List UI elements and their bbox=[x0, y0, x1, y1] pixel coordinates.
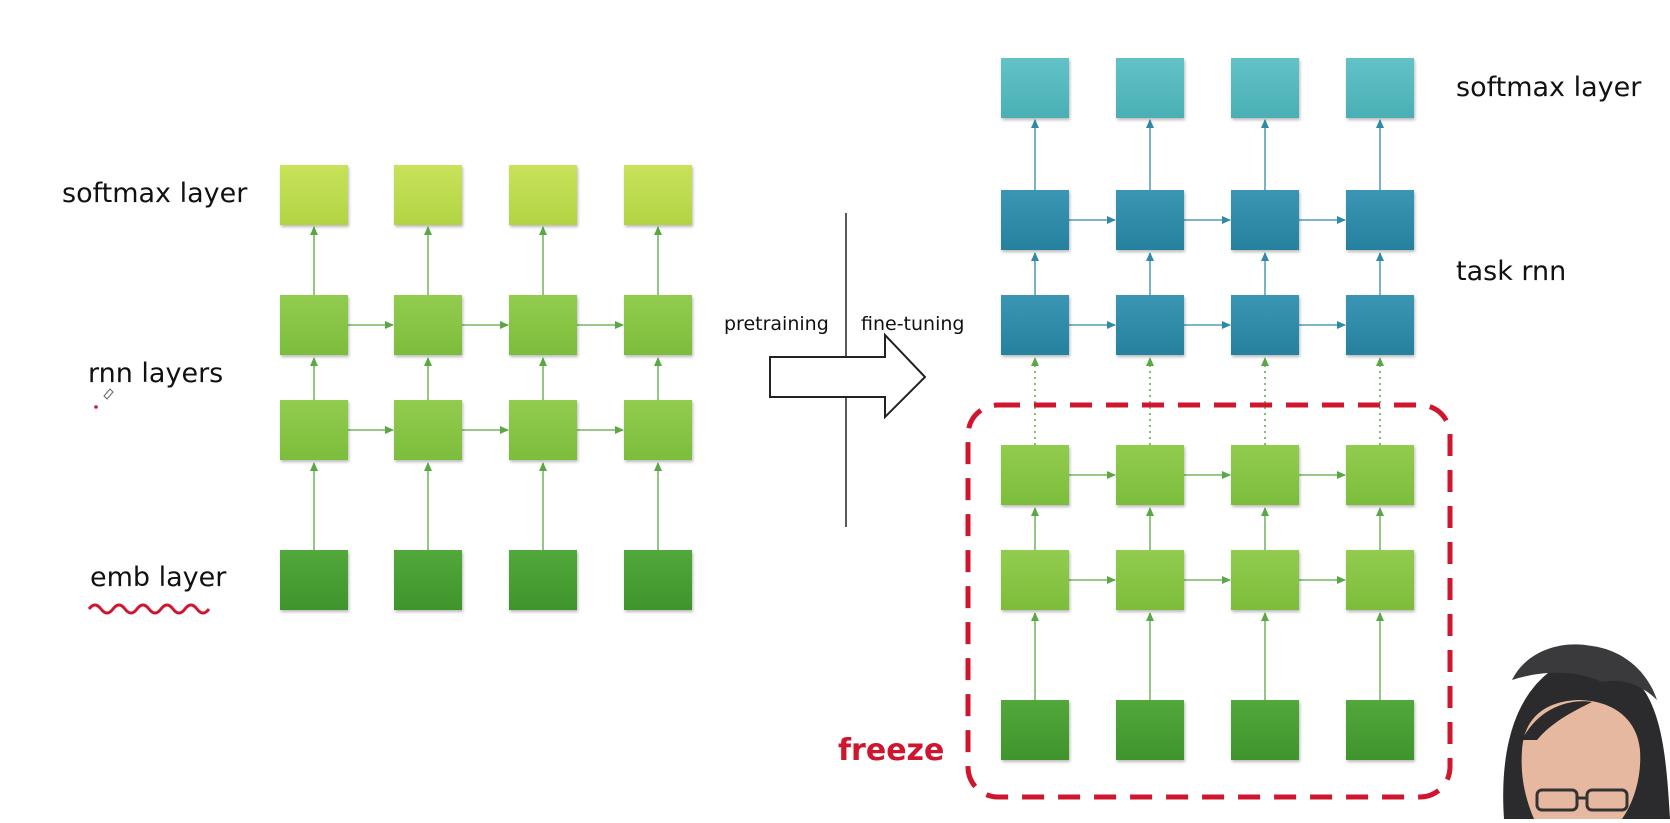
emb-underline-squiggle bbox=[87, 603, 211, 615]
left-rnn-node bbox=[394, 400, 462, 460]
annotation-dot bbox=[94, 405, 98, 409]
task-rnn-node bbox=[1346, 295, 1414, 355]
right-softmax-node bbox=[1001, 58, 1069, 118]
right-softmax-node bbox=[1231, 58, 1299, 118]
right-task-vertical-arrows bbox=[1031, 119, 1384, 295]
frozen-rnn-node bbox=[1116, 550, 1184, 610]
right-frozen-vertical-arrows bbox=[1031, 507, 1384, 700]
left-emb-node bbox=[624, 550, 692, 610]
left-vertical-arrows bbox=[310, 226, 662, 550]
left-emb-node bbox=[280, 550, 348, 610]
left-rnn-node bbox=[509, 400, 577, 460]
frozen-emb-node bbox=[1001, 700, 1069, 760]
left-horizontal-arrows bbox=[348, 321, 624, 434]
left-softmax-label: softmax layer bbox=[62, 178, 248, 209]
task-rnn-label: task rnn bbox=[1456, 256, 1567, 287]
task-rnn-node bbox=[1231, 190, 1299, 250]
frozen-emb-node bbox=[1231, 700, 1299, 760]
frozen-rnn-node bbox=[1346, 445, 1414, 505]
left-rnn-node bbox=[280, 295, 348, 355]
task-rnn-node bbox=[1116, 190, 1184, 250]
right-frozen-horizontal-arrows bbox=[1069, 471, 1346, 584]
right-softmax-label: softmax layer bbox=[1456, 72, 1642, 103]
frozen-rnn-node bbox=[1001, 550, 1069, 610]
left-rnn-node bbox=[509, 295, 577, 355]
left-softmax-node bbox=[280, 165, 348, 225]
transition-arrow bbox=[769, 332, 927, 420]
left-rnn-node bbox=[624, 295, 692, 355]
pretraining-label: pretraining bbox=[724, 313, 829, 335]
left-emb-label: emb layer bbox=[90, 562, 227, 593]
freeze-label: freeze bbox=[838, 733, 945, 768]
frozen-emb-node bbox=[1116, 700, 1184, 760]
left-softmax-node bbox=[394, 165, 462, 225]
finetuning-label: fine-tuning bbox=[861, 313, 965, 335]
right-softmax-node bbox=[1116, 58, 1184, 118]
right-softmax-node bbox=[1346, 58, 1414, 118]
frozen-rnn-node bbox=[1001, 445, 1069, 505]
task-rnn-node bbox=[1001, 190, 1069, 250]
freeze-boundary bbox=[965, 402, 1453, 800]
presenter-webcam bbox=[1482, 640, 1670, 819]
task-rnn-node bbox=[1001, 295, 1069, 355]
left-rnn-node bbox=[280, 400, 348, 460]
left-softmax-node bbox=[509, 165, 577, 225]
frozen-rnn-node bbox=[1231, 445, 1299, 505]
right-dotted-connectors bbox=[1031, 357, 1384, 445]
left-emb-node bbox=[394, 550, 462, 610]
pen-cursor-icon bbox=[103, 388, 114, 400]
left-rnn-node bbox=[624, 400, 692, 460]
frozen-emb-node bbox=[1346, 700, 1414, 760]
task-rnn-node bbox=[1346, 190, 1414, 250]
left-rnn-node bbox=[394, 295, 462, 355]
left-rnn-label: rnn layers bbox=[88, 358, 224, 389]
frozen-rnn-node bbox=[1116, 445, 1184, 505]
left-softmax-node bbox=[624, 165, 692, 225]
task-rnn-node bbox=[1231, 295, 1299, 355]
frozen-rnn-node bbox=[1346, 550, 1414, 610]
left-emb-node bbox=[509, 550, 577, 610]
right-task-horizontal-arrows bbox=[1069, 216, 1346, 329]
frozen-rnn-node bbox=[1231, 550, 1299, 610]
task-rnn-node bbox=[1116, 295, 1184, 355]
